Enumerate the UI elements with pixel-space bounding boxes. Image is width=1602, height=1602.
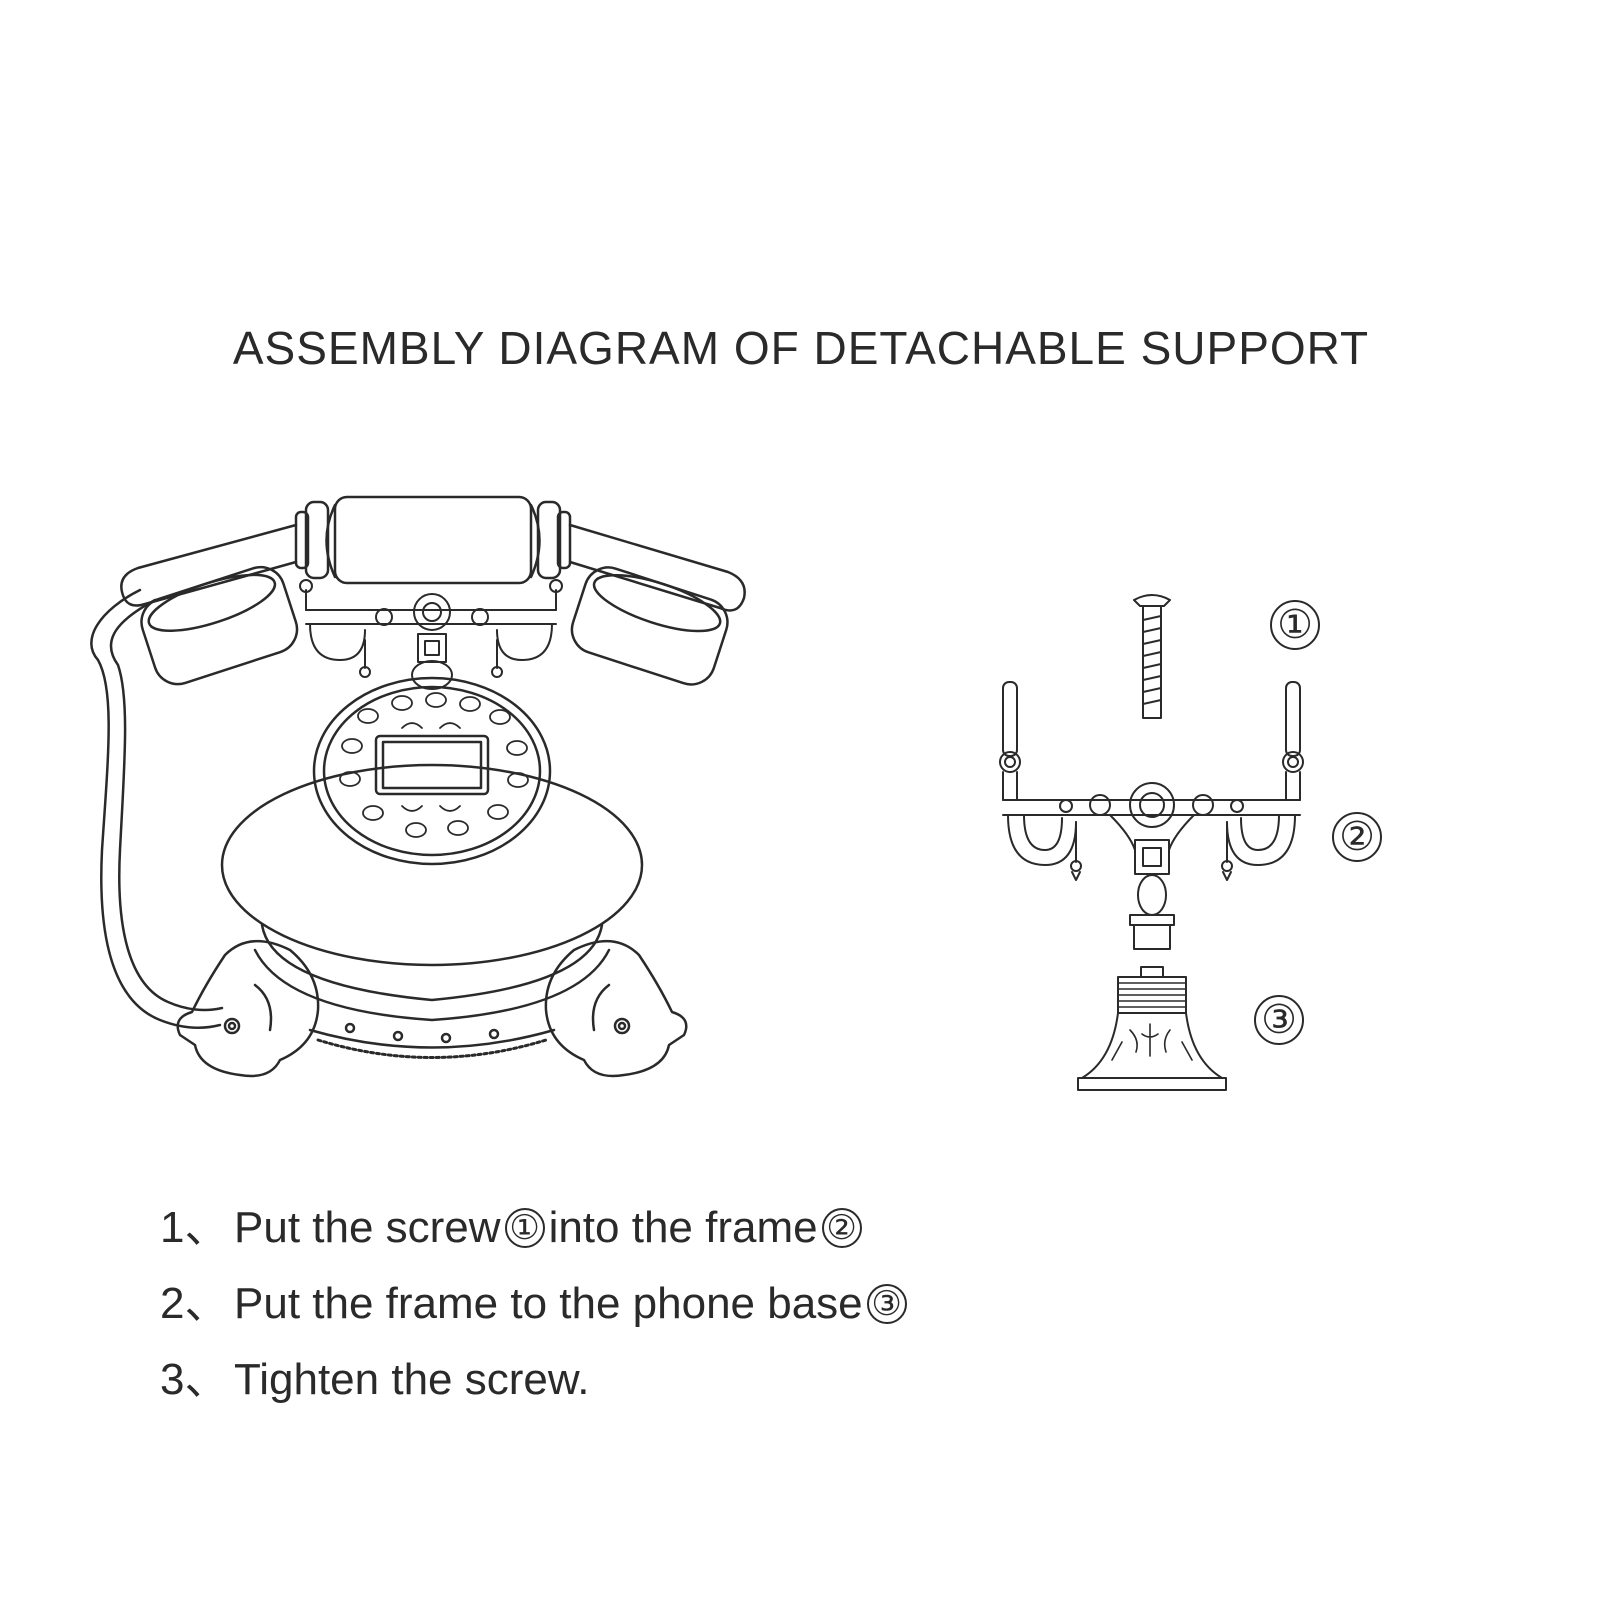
step-mark-base: ③ (866, 1284, 907, 1324)
step-number: 1、 (160, 1203, 229, 1252)
telephone-drawing (90, 495, 746, 1078)
telephone-cradle (299, 579, 563, 690)
step-text: into the frame (548, 1203, 818, 1252)
callout-3: ③ (1254, 995, 1304, 1045)
diagram-title: ASSEMBLY DIAGRAM OF DETACHABLE SUPPORT (232, 322, 1370, 374)
step-text: Put the screw (234, 1203, 501, 1252)
step-text: Tighten the screw. (234, 1355, 590, 1404)
step-number: 2、 (160, 1279, 229, 1328)
step-mark-screw: ① (504, 1208, 545, 1248)
phone-base-part (1077, 966, 1227, 1091)
telephone-body (220, 763, 644, 1059)
frame-part (999, 681, 1304, 950)
callout-2: ② (1332, 812, 1382, 862)
step-1: 1、 Put the screw ① into the frame ② (160, 1190, 911, 1266)
telephone-dial (312, 676, 552, 866)
step-3: 3、 Tighten the screw. (160, 1342, 911, 1418)
step-mark-frame: ② (821, 1208, 862, 1248)
instruction-steps: 1、 Put the screw ① into the frame ② 2、 P… (160, 1190, 911, 1418)
step-text: Put the frame to the phone base (234, 1279, 863, 1328)
screw-part (1133, 594, 1171, 719)
telephone-handset (120, 495, 746, 686)
step-number: 3、 (160, 1355, 229, 1404)
step-2: 2、 Put the frame to the phone base ③ (160, 1266, 911, 1342)
telephone-feet (176, 939, 688, 1078)
callout-1: ① (1270, 600, 1320, 650)
telephone-cord (90, 588, 222, 1029)
